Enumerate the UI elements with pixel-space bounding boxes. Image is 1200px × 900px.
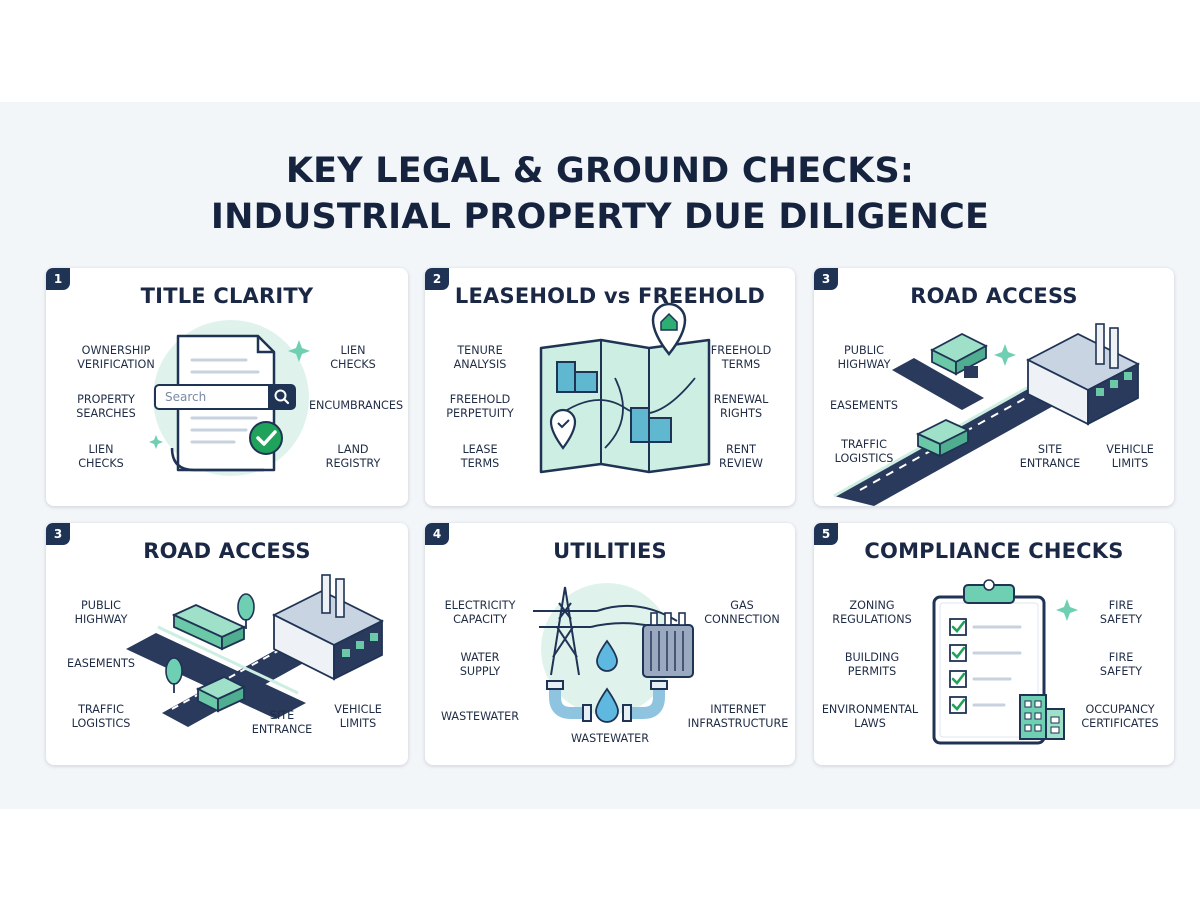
truck-icon	[195, 676, 247, 713]
label-tenure-analysis: TENURE ANALYSIS	[453, 344, 507, 371]
label-fire-safety-2: FIRE SAFETY	[1099, 651, 1143, 678]
card-title: ROAD ACCESS	[143, 539, 311, 563]
label-traffic-logistics: TRAFFIC LOGISTICS	[834, 438, 894, 465]
label-environmental-laws: ENVIRONMENTAL LAWS	[821, 703, 919, 730]
label-rent-review: RENT REVIEW	[719, 443, 763, 470]
building-icon	[1019, 694, 1065, 740]
label-lien-checks: LIEN CHECKS	[78, 443, 124, 470]
factory-icon	[271, 574, 385, 681]
card-title: LEASEHOLD vs FREEHOLD	[454, 284, 766, 308]
card-title: ROAD ACCESS	[910, 284, 1078, 308]
card-title: COMPLIANCE CHECKS	[864, 539, 1124, 563]
truck-icon	[930, 332, 988, 378]
building-icon	[556, 361, 598, 393]
page-title-line-1: KEY LEGAL & GROUND CHECKS:	[285, 151, 915, 191]
label-lien-checks-right: LIEN CHECKS	[330, 344, 376, 371]
label-wastewater-bottom: WASTEWATER	[570, 732, 649, 745]
tree-icon	[165, 657, 183, 693]
truck-icon	[915, 419, 971, 458]
label-land-registry: LAND REGISTRY	[325, 443, 381, 470]
label-public-highway: PUBLIC HIGHWAY	[74, 599, 128, 626]
location-pin-icon	[549, 408, 577, 450]
label-occupancy-certificates: OCCUPANCY CERTIFICATES	[1081, 703, 1159, 730]
label-traffic-logistics: TRAFFIC LOGISTICS	[71, 703, 131, 730]
search-button[interactable]	[268, 384, 296, 410]
label-internet-infrastructure: INTERNET INFRASTRUCTURE	[687, 703, 789, 730]
card-compliance-checks: 5 COMPLIANCE CHECKS	[814, 523, 1174, 765]
label-vehicle-limits: VEHICLE LIMITS	[1106, 443, 1154, 470]
transformer-icon	[642, 612, 694, 678]
card-road-access-bottom: 3 ROAD ACCESS	[46, 523, 408, 765]
label-property-searches: PROPERTY SEARCHES	[76, 393, 136, 420]
label-vehicle-limits: VEHICLE LIMITS	[334, 703, 382, 730]
label-public-highway: PUBLIC HIGHWAY	[837, 344, 891, 371]
checkbox-icon	[949, 618, 967, 714]
pipe-icon	[546, 680, 668, 722]
tree-icon	[237, 593, 255, 629]
card-utilities: 4 UTILITIES	[425, 523, 795, 765]
card-number-badge: 3	[46, 523, 70, 545]
card-title-clarity: 1 TITLE CLARITY Search OWNERSHIP VERIFIC…	[46, 268, 408, 506]
label-ownership-verification: OWNERSHIP VERIFICATION	[77, 344, 155, 371]
card-number-badge: 4	[425, 523, 449, 545]
location-pin-icon	[651, 302, 687, 357]
label-site-entrance: SITE ENTRANCE	[1019, 443, 1081, 470]
building-icon	[630, 407, 672, 443]
card-number-badge: 1	[46, 268, 70, 290]
label-site-entrance: SITE ENTRANCE	[251, 709, 313, 736]
card-leasehold-vs-freehold: 2 LEASEHOLD vs FREEHOLD TENURE ANALYSIS …	[425, 268, 795, 506]
card-title: TITLE CLARITY	[140, 284, 314, 308]
card-title: UTILITIES	[553, 539, 667, 563]
card-road-access-top: 3 ROAD ACCESS PUBLIC HIGHWAY	[814, 268, 1174, 506]
label-electricity-capacity: ELECTRICITY CAPACITY	[444, 599, 516, 626]
truck-icon	[171, 604, 247, 651]
label-easements: EASEMENTS	[830, 399, 898, 412]
card-number-badge: 2	[425, 268, 449, 290]
label-zoning-regulations: ZONING REGULATIONS	[832, 599, 912, 626]
checkmark-icon	[249, 421, 283, 455]
label-renewal-rights: RENEWAL RIGHTS	[713, 393, 769, 420]
label-freehold-terms: FREEHOLD TERMS	[710, 344, 772, 371]
label-building-permits: BUILDING PERMITS	[844, 651, 900, 678]
page-title-line-2: INDUSTRIAL PROPERTY DUE DILIGENCE	[210, 197, 990, 237]
factory-icon	[1026, 323, 1140, 426]
label-wastewater-left: WASTEWATER	[440, 710, 519, 723]
label-lease-terms: LEASE TERMS	[460, 443, 500, 470]
label-freehold-perpetuity: FREEHOLD PERPETUITY	[446, 393, 514, 420]
search-icon	[274, 389, 290, 405]
card-number-badge: 3	[814, 268, 838, 290]
search-placeholder: Search	[165, 390, 207, 404]
card-number-badge: 5	[814, 523, 838, 545]
label-fire-safety: FIRE SAFETY	[1099, 599, 1143, 626]
label-gas-connection: GAS CONNECTION	[704, 599, 780, 626]
label-easements: EASEMENTS	[67, 657, 135, 670]
label-water-supply: WATER SUPPLY	[459, 651, 501, 678]
page-title: KEY LEGAL & GROUND CHECKS: INDUSTRIAL PR…	[0, 148, 1200, 240]
label-encumbrances: ENCUMBRANCES	[308, 399, 404, 412]
water-drop-icon	[595, 639, 619, 723]
